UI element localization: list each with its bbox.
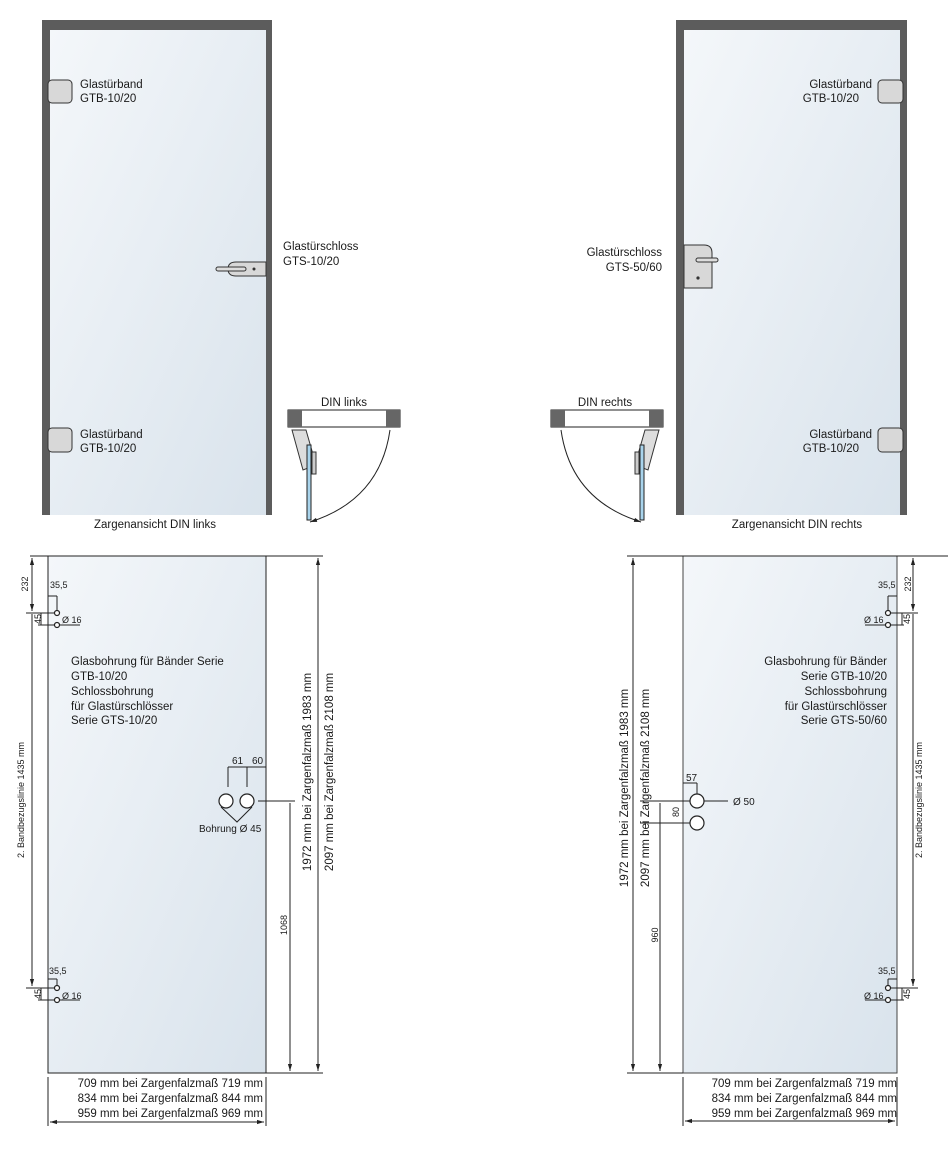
hinge-label: Glastürband xyxy=(809,79,872,91)
dim-35-5: 35,5 xyxy=(49,966,67,976)
note-line: für Glastürschlösser xyxy=(71,701,173,713)
hinge-model: GTB-10/20 xyxy=(80,443,136,455)
glass-panel xyxy=(684,30,900,515)
note-line: GTB-10/20 xyxy=(71,671,127,683)
hinge-icon xyxy=(47,427,73,453)
dim-35-5: 35,5 xyxy=(50,580,68,590)
hinge-label: Glastürband xyxy=(80,429,143,441)
width-dim: 709 mm bei Zargenfalzmaß 719 mm xyxy=(78,1078,263,1090)
hinge-hole xyxy=(884,621,892,629)
lock-hole xyxy=(218,793,234,809)
width-dim: 834 mm bei Zargenfalzmaß 844 mm xyxy=(712,1093,897,1105)
dim-45: 45 xyxy=(33,989,43,999)
dim-232: 232 xyxy=(903,576,913,591)
swing-diagram-din-rechts: DIN rechts xyxy=(550,397,664,523)
hinge-hole xyxy=(53,621,61,629)
lock-hole xyxy=(689,815,705,831)
dim-35-5: 35,5 xyxy=(878,966,896,976)
dim-d16: Ø 16 xyxy=(864,991,884,1001)
hinge-hole xyxy=(884,996,892,1004)
height-dim: 2097 mm bei Zargenfalzmaß 2108 mm xyxy=(324,673,336,871)
dim-bohrung: Bohrung Ø 45 xyxy=(199,824,262,835)
hinge-hole xyxy=(53,996,61,1004)
height-dim: 2097 mm bei Zargenfalzmaß 2108 mm xyxy=(640,689,652,887)
hinge-icon xyxy=(47,79,73,104)
hinge-label: Glastürband xyxy=(809,429,872,441)
hinge-model: GTB-10/20 xyxy=(803,443,859,455)
hinge-hole xyxy=(53,609,61,617)
lock-model: GTS-50/60 xyxy=(606,262,662,274)
view-caption: Zargenansicht DIN rechts xyxy=(732,519,863,531)
dim-45: 45 xyxy=(902,989,912,999)
dim-d16: Ø 16 xyxy=(62,991,82,1001)
width-dim: 834 mm bei Zargenfalzmaß 844 mm xyxy=(78,1093,263,1105)
swing-diagram-din-links: DIN links xyxy=(287,397,401,523)
note-line: Schlossbohrung xyxy=(805,686,887,698)
dim-1435: 2. Bandbezugslinie 1435 mm xyxy=(914,742,924,858)
dim-45: 45 xyxy=(902,614,912,624)
dim-45: 45 xyxy=(33,614,43,624)
lock-model: GTS-10/20 xyxy=(283,256,339,268)
hinge-icon xyxy=(877,427,904,453)
door-view-din-rechts: Glastürband GTB-10/20 Glastürschloss GTS… xyxy=(587,20,907,531)
dim-1068: 1068 xyxy=(279,915,289,935)
dim-d50: Ø 50 xyxy=(733,797,755,808)
dim-60: 60 xyxy=(252,756,264,767)
door-view-din-links: Glastürband GTB-10/20 Glastürschloss GTS… xyxy=(42,20,359,531)
glass-panel xyxy=(682,555,898,1074)
drilling-plan-din-rechts: 232 2. Bandbezugslinie 1435 mm 35,5 45 Ø… xyxy=(619,555,948,1126)
lock-hole xyxy=(689,793,705,809)
swing-label: DIN links xyxy=(321,397,367,409)
note-line: Serie GTS-10/20 xyxy=(71,715,157,727)
dim-80: 80 xyxy=(671,807,681,817)
hinge-label: Glastürband xyxy=(80,79,143,91)
note-line: Serie GTS-50/60 xyxy=(801,715,887,727)
hinge-icon xyxy=(877,79,904,104)
width-dim: 959 mm bei Zargenfalzmaß 969 mm xyxy=(78,1108,263,1120)
swing-label: DIN rechts xyxy=(578,397,633,409)
dim-57: 57 xyxy=(686,773,698,784)
lock-icon xyxy=(683,244,719,289)
hinge-hole xyxy=(884,609,892,617)
note-line: Serie GTB-10/20 xyxy=(801,671,887,683)
lock-icon xyxy=(215,261,267,277)
note-line: für Glastürschlösser xyxy=(785,701,887,713)
dim-1435: 2. Bandbezugslinie 1435 mm xyxy=(16,742,26,858)
hinge-hole xyxy=(884,984,892,992)
dim-61: 61 xyxy=(232,756,244,767)
hinge-hole xyxy=(53,984,61,992)
view-caption: Zargenansicht DIN links xyxy=(94,519,216,531)
dim-232: 232 xyxy=(20,576,30,591)
dim-960: 960 xyxy=(650,927,660,942)
width-dim: 709 mm bei Zargenfalzmaß 719 mm xyxy=(712,1078,897,1090)
drilling-plan-din-links: 232 2. Bandbezugslinie 1435 mm 35,5 45 Ø… xyxy=(16,555,336,1126)
dim-d16: Ø 16 xyxy=(62,615,82,625)
note-line: Glasbohrung für Bänder xyxy=(764,656,887,668)
width-dim: 959 mm bei Zargenfalzmaß 969 mm xyxy=(712,1108,897,1120)
hinge-model: GTB-10/20 xyxy=(80,93,136,105)
dim-d16: Ø 16 xyxy=(864,615,884,625)
note-line: Glasbohrung für Bänder Serie xyxy=(71,656,224,668)
hinge-model: GTB-10/20 xyxy=(803,93,859,105)
dim-35-5: 35,5 xyxy=(878,580,896,590)
lock-label: Glastürschloss xyxy=(283,241,359,253)
height-dim: 1972 mm bei Zargenfalzmaß 1983 mm xyxy=(302,673,314,871)
lock-hole xyxy=(239,793,255,809)
note-line: Schlossbohrung xyxy=(71,686,153,698)
height-dim: 1972 mm bei Zargenfalzmaß 1983 mm xyxy=(619,689,631,887)
lock-label: Glastürschloss xyxy=(587,247,663,259)
